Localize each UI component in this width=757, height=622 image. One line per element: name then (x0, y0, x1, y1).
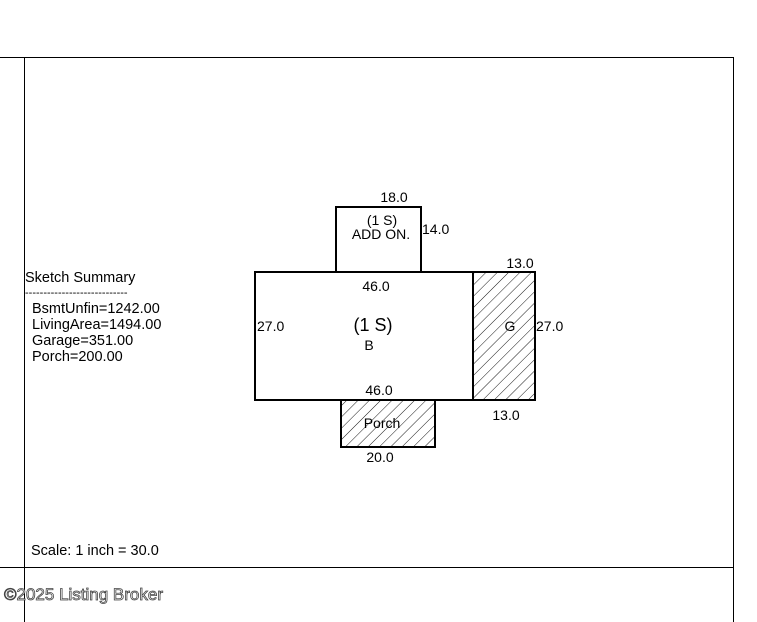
scale-label: Scale: 1 inch = 30.0 (31, 543, 159, 559)
main-story-label: (1 S) (353, 315, 392, 335)
main-bottom-dimension: 46.0 (365, 382, 392, 398)
porch-label: Porch (364, 415, 401, 431)
addon-story-label: (1 S) (367, 212, 397, 228)
summary-item: BsmtUnfin=1242.00 (32, 301, 160, 317)
garage-bottom-dimension: 13.0 (492, 407, 519, 423)
addon-area-outline (335, 206, 422, 273)
porch-area-outline (340, 399, 436, 448)
summary-item: LivingArea=1494.00 (32, 317, 161, 333)
main-top-dimension: 46.0 (362, 278, 389, 294)
watermark: ©2025 Listing Broker (4, 585, 163, 604)
addon-label: ADD ON. (352, 226, 410, 242)
main-label: B (364, 337, 373, 353)
porch-bottom-dimension: 20.0 (366, 449, 393, 465)
main-area-outline (254, 271, 474, 401)
summary-item: Porch=200.00 (32, 349, 123, 365)
summary-divider: ---------------------------- (25, 287, 128, 299)
main-left-dimension: 27.0 (257, 318, 284, 334)
summary-title: Sketch Summary (25, 270, 136, 286)
garage-right-dimension: 27.0 (536, 318, 563, 334)
garage-top-dimension: 13.0 (506, 255, 533, 271)
page-frame (0, 57, 734, 622)
garage-area-outline (472, 271, 536, 401)
summary-item: Garage=351.00 (32, 333, 133, 349)
addon-right-dimension: 14.0 (422, 221, 449, 237)
sketch-summary: Sketch Summary -------------------------… (25, 270, 161, 365)
addon-top-dimension: 18.0 (380, 189, 407, 205)
garage-label: G (505, 318, 516, 334)
